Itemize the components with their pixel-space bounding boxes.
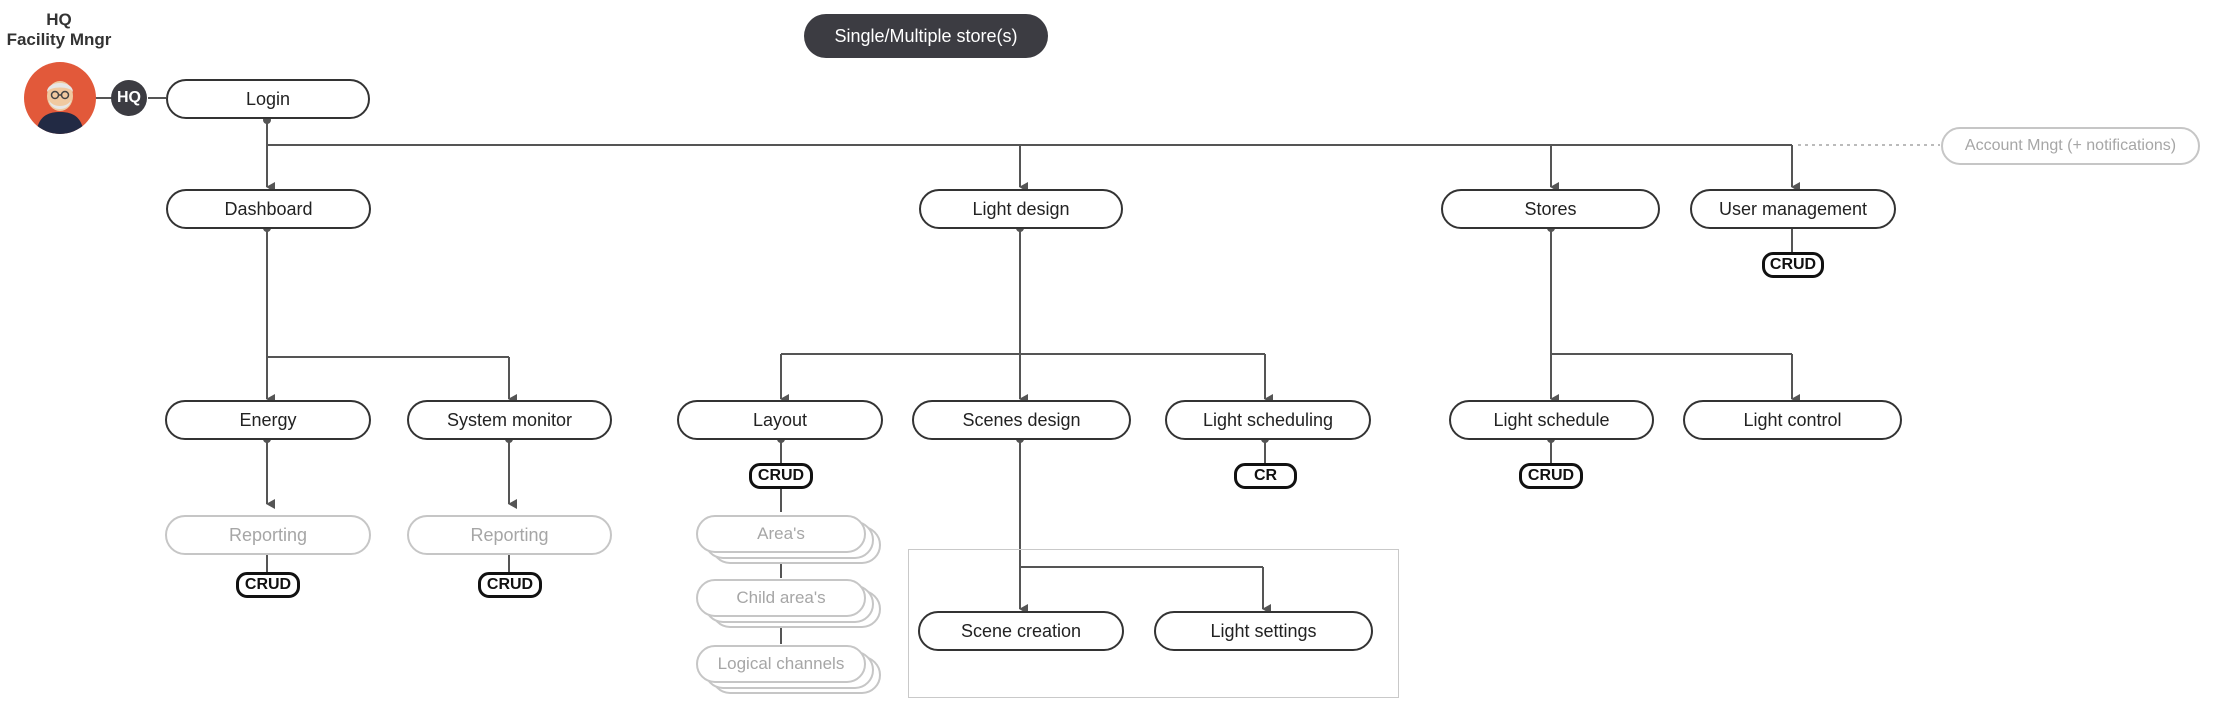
light-schedule-crud-badge: CRUD <box>1519 463 1583 489</box>
login-node[interactable]: Login <box>166 79 370 119</box>
energy-node[interactable]: Energy <box>165 400 371 440</box>
stores-node[interactable]: Stores <box>1441 189 1660 229</box>
persona-title-line2: Facility Mngr <box>6 30 112 49</box>
hq-role-badge: HQ <box>111 80 147 116</box>
energy-reporting-node[interactable]: Reporting <box>165 515 371 555</box>
avatar <box>24 62 96 134</box>
user-management-node[interactable]: User management <box>1690 189 1896 229</box>
system-monitor-node[interactable]: System monitor <box>407 400 612 440</box>
light-design-node[interactable]: Light design <box>919 189 1123 229</box>
scenes-design-node[interactable]: Scenes design <box>912 400 1131 440</box>
logical-channels-node[interactable]: Logical channels <box>696 645 866 683</box>
persona-title-line1: HQ <box>46 10 72 29</box>
system-reporting-node[interactable]: Reporting <box>407 515 612 555</box>
light-scheduling-node[interactable]: Light scheduling <box>1165 400 1371 440</box>
light-control-node[interactable]: Light control <box>1683 400 1902 440</box>
account-management-node[interactable]: Account Mngt (+ notifications) <box>1941 127 2200 165</box>
light-schedule-node[interactable]: Light schedule <box>1449 400 1654 440</box>
scope-pill: Single/Multiple store(s) <box>804 14 1048 58</box>
layout-node[interactable]: Layout <box>677 400 883 440</box>
layout-crud-badge: CRUD <box>749 463 813 489</box>
dashboard-node[interactable]: Dashboard <box>166 189 371 229</box>
persona-title: HQ Facility Mngr <box>0 10 118 50</box>
energy-reporting-crud-badge: CRUD <box>236 572 300 598</box>
person-icon <box>36 81 84 134</box>
scenes-group-box <box>908 549 1399 698</box>
system-reporting-crud-badge: CRUD <box>478 572 542 598</box>
light-scheduling-cr-badge: CR <box>1234 463 1297 489</box>
child-areas-node[interactable]: Child area's <box>696 579 866 617</box>
user-management-crud-badge: CRUD <box>1762 252 1824 278</box>
scene-creation-node[interactable]: Scene creation <box>918 611 1124 651</box>
light-settings-node[interactable]: Light settings <box>1154 611 1373 651</box>
areas-node[interactable]: Area's <box>696 515 866 553</box>
